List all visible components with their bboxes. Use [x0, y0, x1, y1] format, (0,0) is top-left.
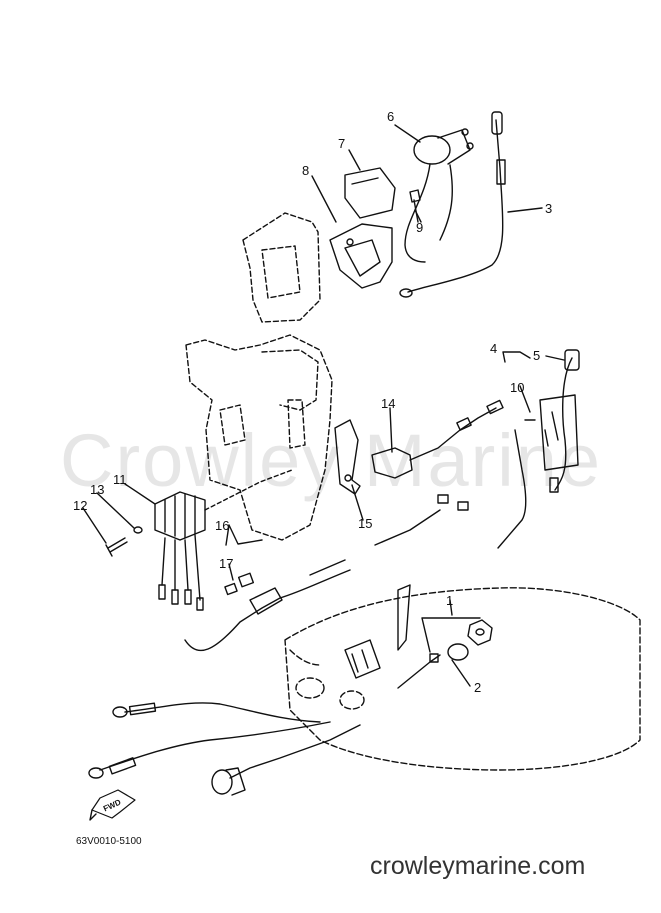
callout-6: 6	[387, 109, 394, 124]
callout-2: 2	[474, 680, 481, 695]
callout-5: 5	[533, 348, 540, 363]
callout-17: 17	[219, 556, 233, 571]
cable-grommet	[344, 639, 381, 679]
callout-11: 11	[113, 472, 127, 487]
battery-cable	[407, 119, 504, 293]
washer-13	[133, 526, 143, 534]
relay-cover	[344, 167, 396, 219]
callout-15: 15	[358, 516, 372, 531]
callout-10: 10	[510, 380, 524, 395]
callout-13: 13	[90, 482, 104, 497]
callout-8: 8	[302, 163, 309, 178]
washer-2	[447, 643, 469, 661]
diagram-code: 63V0010-5100	[76, 836, 142, 847]
starter-relay	[413, 135, 451, 165]
fwd-label: FWD	[102, 798, 123, 814]
callout-12: 12	[73, 498, 87, 513]
neutral-switch	[371, 447, 413, 479]
callout-7: 7	[338, 136, 345, 151]
callout-14: 14	[381, 396, 395, 411]
callout-3: 3	[545, 201, 552, 216]
callout-1: 1	[446, 593, 453, 608]
site-footer: crowleymarine.com	[370, 852, 586, 880]
callout-4: 4	[490, 341, 497, 356]
relay-holder	[329, 223, 393, 289]
fwd-arrow-icon	[89, 789, 136, 821]
battery-leads	[124, 702, 321, 723]
bottom-cowling	[284, 587, 641, 771]
rectifier	[154, 491, 206, 541]
callout-16: 16	[215, 518, 229, 533]
switch-bracket	[334, 419, 361, 495]
callout-labels: 1 2 3 4 5 6 7 8 9 10 11 12 13 14 15 16 1…	[73, 109, 552, 695]
callout-9: 9	[416, 220, 423, 235]
bolt-12	[105, 537, 128, 557]
nut-2	[467, 619, 493, 646]
fuse-cable	[184, 569, 351, 652]
bracket-plate	[242, 212, 321, 323]
powerhead	[185, 334, 333, 541]
wire-harness	[497, 429, 527, 549]
